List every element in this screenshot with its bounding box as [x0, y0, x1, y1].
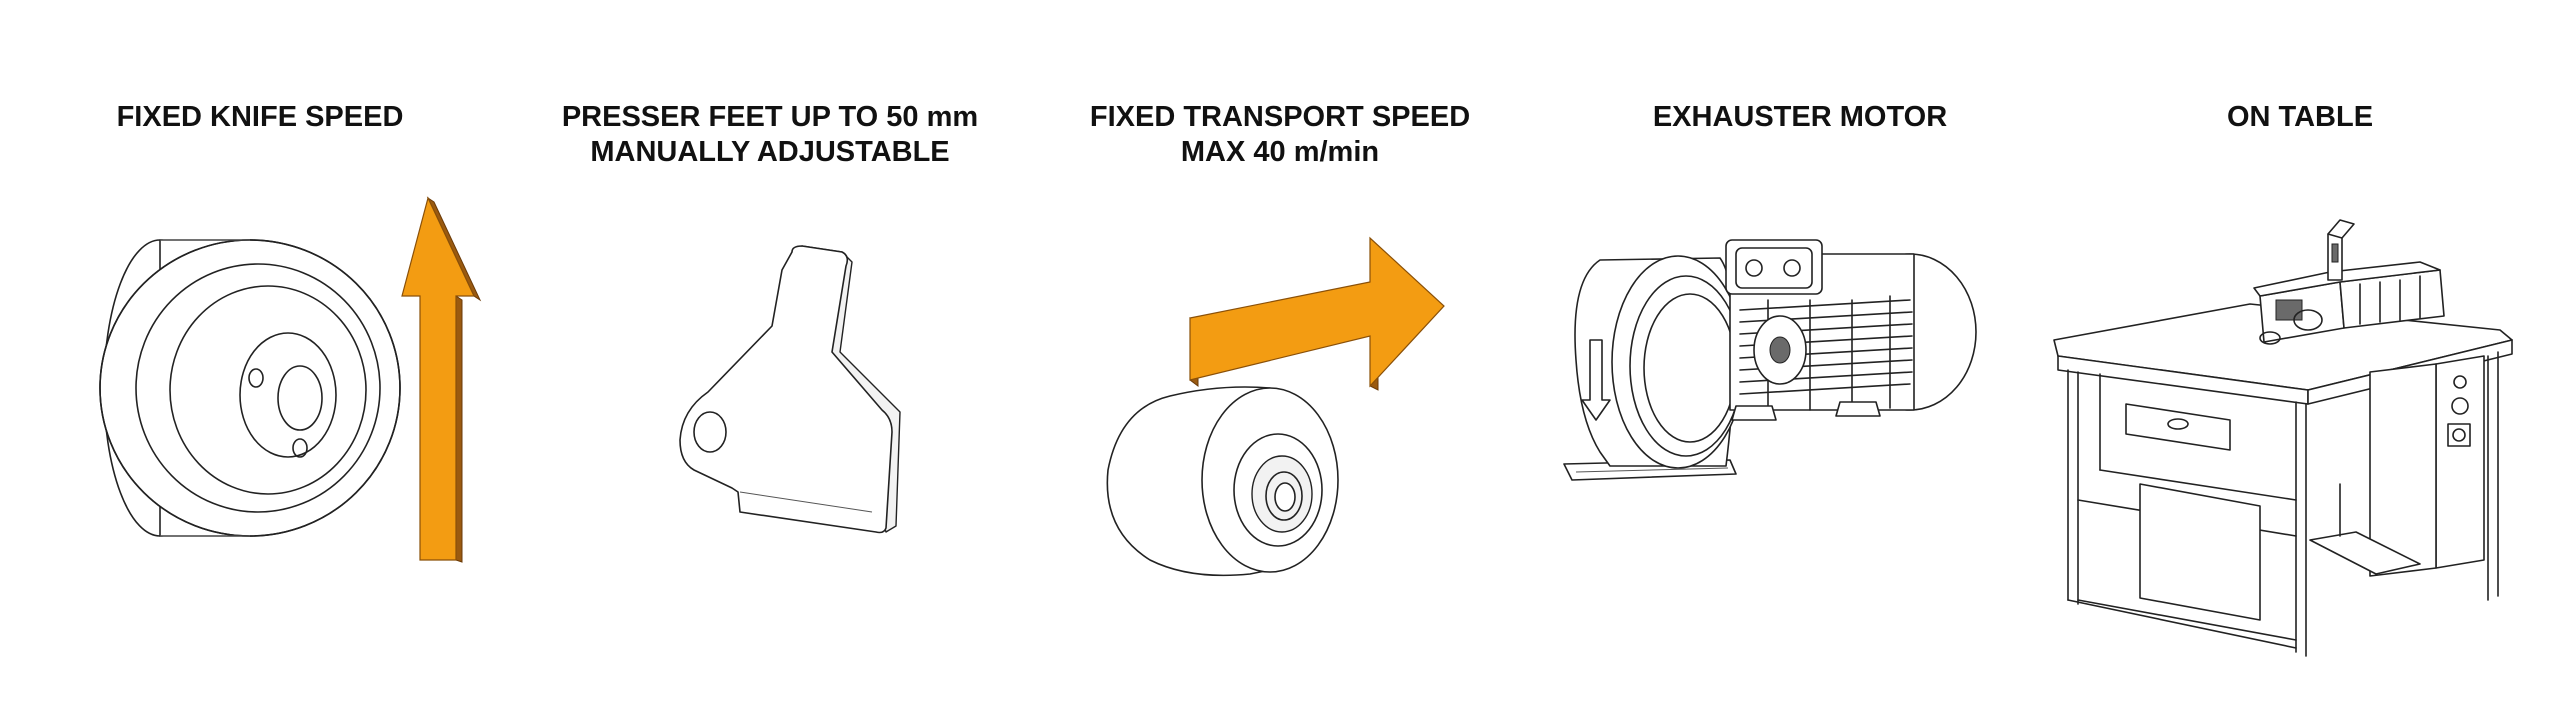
feature-presser-feet: PRESSER FEET UP TO 50 mm MANUALLY ADJUST… [520, 0, 1020, 717]
feature-on-table: ON TABLE [2040, 0, 2560, 717]
feature-caption: FIXED KNIFE SPEED [0, 100, 520, 135]
feature-caption: PRESSER FEET UP TO 50 mm MANUALLY ADJUST… [520, 100, 1020, 170]
feature-caption: FIXED TRANSPORT SPEED MAX 40 m/min [1020, 100, 1540, 170]
caption-line-1: EXHAUSTER MOTOR [1652, 101, 1948, 133]
caption-line-1: FIXED TRANSPORT SPEED [1089, 101, 1471, 133]
feature-caption: ON TABLE [2040, 100, 2560, 135]
caption-line-2: MAX 40 m/min [1180, 136, 1380, 168]
feature-exhauster-motor: EXHAUSTER MOTOR [1540, 0, 2060, 717]
feature-caption: EXHAUSTER MOTOR [1540, 100, 2060, 135]
caption-line-1: FIXED KNIFE SPEED [116, 101, 404, 133]
caption-line-1: ON TABLE [2226, 101, 2374, 133]
exhauster-motor-icon [1563, 239, 1977, 481]
knife-pulley-arrow-up-icon [99, 196, 482, 563]
caption-line-2: MANUALLY ADJUSTABLE [590, 136, 950, 168]
machine-on-table-icon [2053, 219, 2513, 657]
feature-fixed-knife-speed: FIXED KNIFE SPEED [0, 0, 520, 717]
presser-foot-icon [679, 245, 901, 534]
transport-roller-arrow-right-icon [1106, 236, 1445, 577]
caption-line-1: PRESSER FEET UP TO 50 mm [561, 101, 979, 133]
feature-fixed-transport-speed: FIXED TRANSPORT SPEED MAX 40 m/min [1020, 0, 1540, 717]
